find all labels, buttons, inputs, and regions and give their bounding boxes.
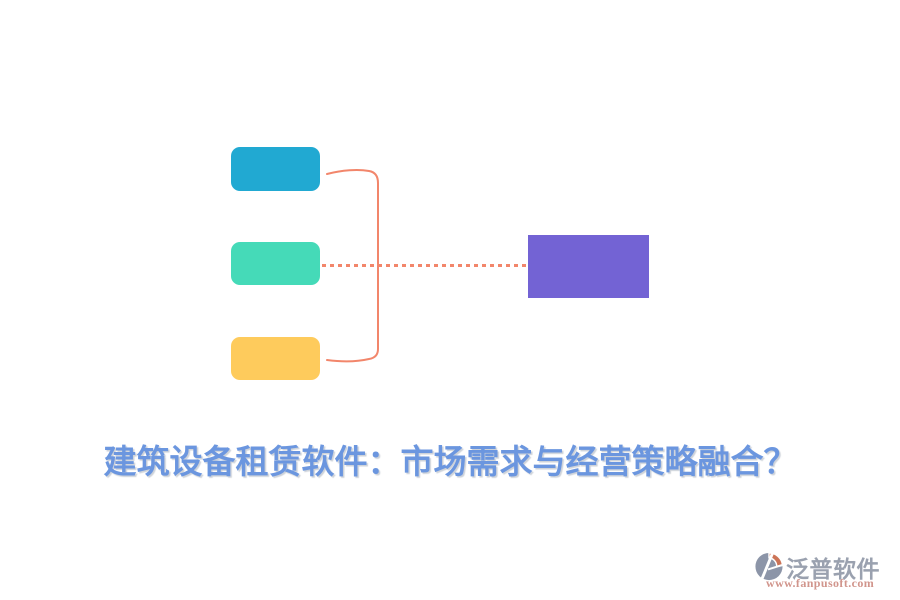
brand-url: www.fanpusoft.com	[766, 576, 875, 590]
diagram-node-purple	[528, 235, 649, 298]
diagram-node-yellow	[231, 337, 320, 380]
diagram-node-green	[231, 242, 320, 285]
fanpu-logo-icon	[755, 551, 784, 582]
brand-watermark: 泛普软件 www.fanpusoft.com	[750, 548, 895, 596]
diagram-node-blue	[231, 147, 320, 191]
bracket-connector	[326, 169, 379, 363]
page-title: 建筑设备租赁软件：市场需求与经营策略融合？	[103, 445, 797, 481]
brand-name: 泛普软件	[786, 557, 880, 582]
